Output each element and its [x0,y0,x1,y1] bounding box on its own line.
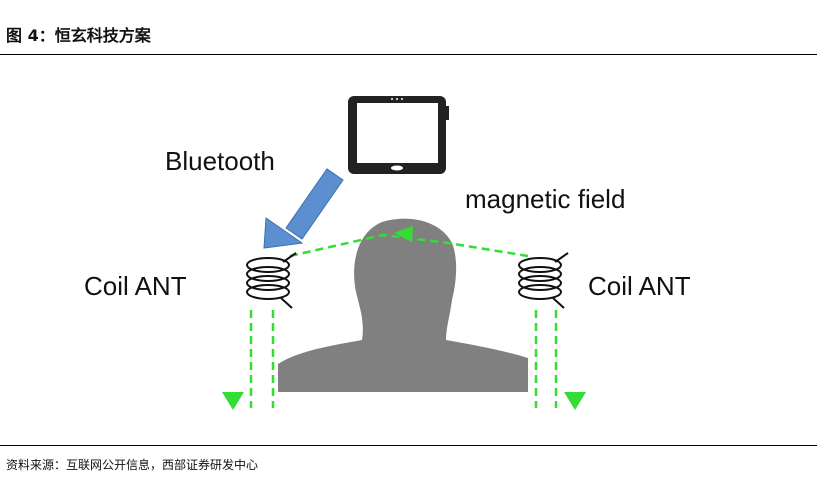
field-arrowheads [222,226,586,410]
figure-title: 图 4：恒玄科技方案 [6,26,151,45]
tablet-icon [348,96,449,174]
coil-icon [246,252,297,309]
magnetic-field-label: magnetic field [465,184,625,214]
top-divider [0,54,817,55]
source-note: 资料来源：互联网公开信息，西部证券研发中心 [6,458,259,472]
coil-ant-left-label: Coil ANT [84,271,187,301]
magnetic-field-lines [249,233,558,408]
coil-ant-right-label: Coil ANT [588,271,691,301]
bottom-divider [0,445,817,446]
bluetooth-label: Bluetooth [165,146,275,176]
coil-icon [518,252,569,309]
head-silhouette-icon [278,218,528,392]
bluetooth-arrow-icon [263,168,344,249]
